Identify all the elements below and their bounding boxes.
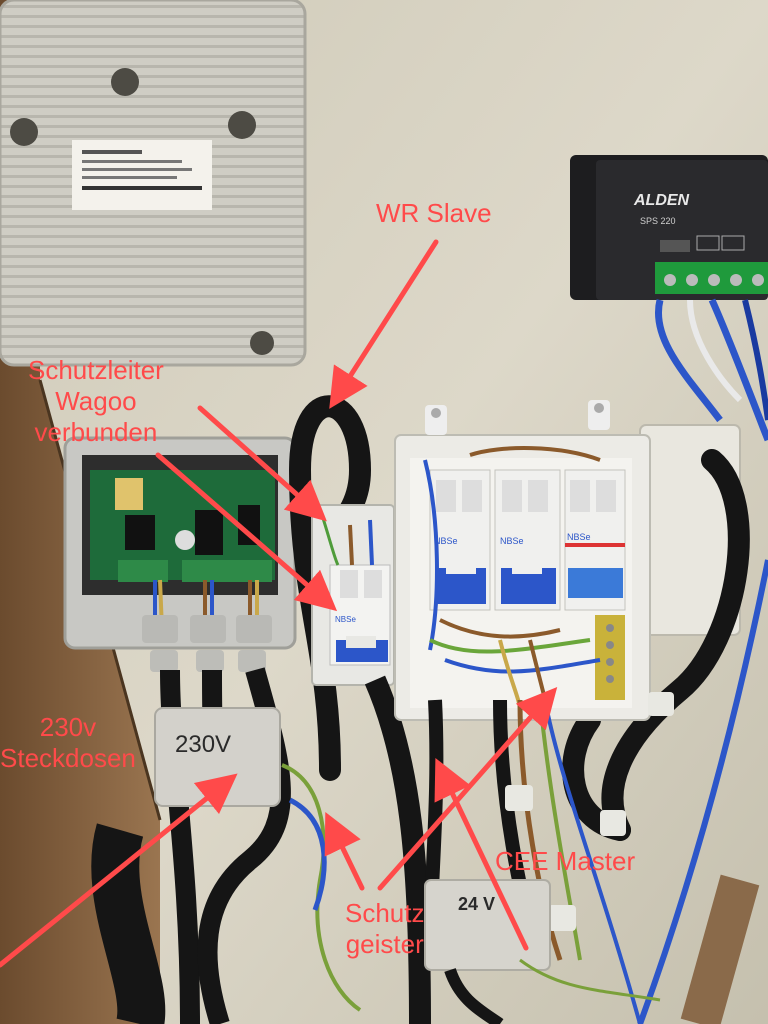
label-steckdosen-line-2: Steckdosen xyxy=(0,743,136,773)
main-distribution-box: NBSe NBSe NBSe xyxy=(394,434,651,721)
label-schutz-geister: Schutz geister xyxy=(345,898,425,960)
breaker-brand-1: NBSe xyxy=(434,536,458,546)
inverter-junction-box xyxy=(63,436,297,650)
breaker-brand-3: NBSe xyxy=(567,532,591,542)
annotation-arrows xyxy=(0,239,558,968)
breaker-brand-2: NBSe xyxy=(500,536,524,546)
transformer-housing xyxy=(0,0,307,367)
controller-model: SPS 220 xyxy=(640,216,676,226)
arrow-230v xyxy=(0,773,238,968)
label-schutzleiter-line-3: verbunden xyxy=(34,417,158,447)
small-breaker-box: NBSe xyxy=(311,504,395,686)
arrow-schutz-1 xyxy=(324,811,365,891)
box-24v-marking: 24 V xyxy=(458,894,495,914)
label-wr-slave: WR Slave xyxy=(376,198,492,228)
arrow-schutzleiter-2 xyxy=(155,452,338,612)
label-schutzleiter-line-1: Schutzleiter xyxy=(28,355,164,385)
controller-brand: ALDEN xyxy=(633,192,690,209)
junction-box-marking: 230V xyxy=(175,731,231,758)
label-cee-master: CEE Master xyxy=(495,846,636,876)
label-schutzleiter: Schutzleiter Wagoo verbunden xyxy=(28,355,164,448)
alden-solar-controller: ALDEN SPS 220 xyxy=(570,155,768,300)
label-schutz-line-2: geister xyxy=(345,929,424,959)
label-steckdosen: 230v Steckdosen xyxy=(0,712,136,774)
arrow-cee-master xyxy=(434,757,529,951)
label-schutzleiter-line-2: Wagoo xyxy=(55,386,137,416)
box-24v: 24 V xyxy=(424,879,551,971)
thick-cable-right xyxy=(601,449,750,841)
junction-box-230v: 230V xyxy=(154,707,281,807)
label-steckdosen-line-1: 230v xyxy=(39,712,97,742)
label-schutz-line-1: Schutz xyxy=(345,898,425,928)
arrow-schutzleiter-1 xyxy=(197,405,327,522)
breaker-brand-small: NBSe xyxy=(335,615,356,624)
arrow-wr-slave xyxy=(329,239,439,409)
